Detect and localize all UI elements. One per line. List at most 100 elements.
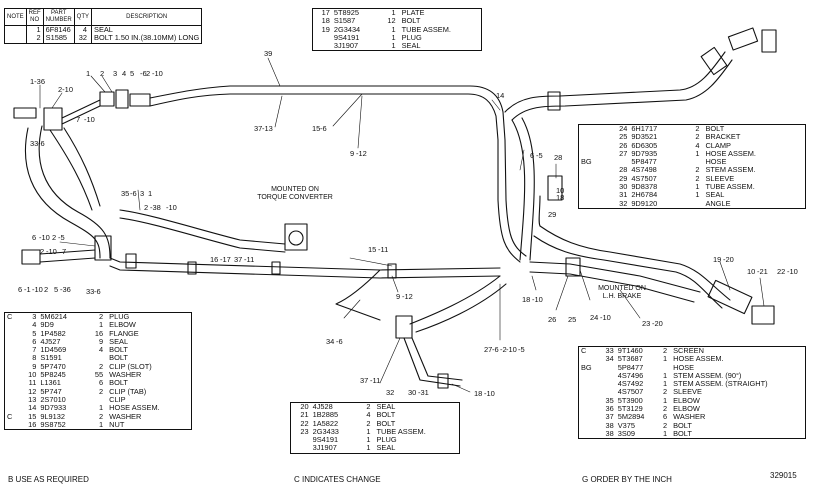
cell-ref: 8 (32, 353, 37, 363)
cell-part: 2H6784 (631, 190, 658, 200)
cell-ref: 9 (32, 361, 37, 371)
cell-ref (599, 364, 616, 372)
cell-desc: CLIP (TAB) (109, 386, 147, 396)
cell-desc: WASHER (109, 370, 142, 380)
callout-label: -10 (32, 285, 43, 294)
cell-qty: 2 (695, 173, 700, 183)
callout-label: -12 (402, 292, 413, 301)
callout-label: 2-10 (58, 85, 73, 94)
callout-label: -6 (336, 337, 343, 346)
cell-note (5, 363, 20, 371)
cell-desc: BOLT (401, 16, 421, 26)
cell-ref: 38 (605, 420, 614, 430)
cell-desc: CLIP (109, 394, 126, 404)
callout-label: 32 (386, 388, 394, 397)
cell-desc: WASHER (673, 412, 706, 422)
callout-label: 37 (360, 376, 368, 385)
table-header-row: NOTE REF NO PART NUMBER QTY DESCRIPTION (4, 8, 203, 26)
cell-part: 9D9 (40, 320, 54, 330)
cell-ref: 7 (32, 345, 37, 355)
parts-table-header: NOTE REF NO PART NUMBER QTY DESCRIPTION … (4, 8, 203, 44)
note-line: MOUNTED ON (271, 186, 319, 193)
footer-c-note: C INDICATES CHANGE (294, 475, 381, 484)
cell-part: 4J528 (312, 402, 333, 411)
leader-lines (39, 57, 765, 393)
cell-qty: 1 (366, 443, 371, 453)
cell-part: V375 (617, 420, 635, 430)
cell-desc: STEM ASSEM. (90°) (673, 370, 742, 380)
callout-label: -11 (378, 245, 388, 254)
cell-ref: 28 (619, 165, 628, 175)
cell-desc: SEAL (376, 443, 396, 453)
cell-note (5, 354, 20, 362)
cell-ref: 36 (605, 404, 614, 414)
callout-label: 10 (747, 267, 755, 276)
callout-label: 23 (642, 319, 650, 328)
cell-part: 4S7492 (617, 379, 644, 389)
cell-part: 1B2885 (312, 410, 339, 420)
upper-right-hose (504, 27, 777, 121)
callout-label: 18 (522, 295, 530, 304)
note-line: MOUNTED ON (598, 285, 646, 292)
cell-qty: 1 (695, 182, 700, 192)
cell-part: 2G3434 (333, 24, 361, 34)
cell-qty: 1 (663, 395, 668, 405)
cell-qty: 2 (695, 124, 700, 133)
callout-label: 2 (40, 247, 44, 256)
col-part: PART NUMBER (42, 8, 75, 26)
cell-note (579, 142, 607, 150)
callout-label: 3 (140, 189, 144, 198)
callout-label: -10 (787, 267, 798, 276)
cell-ref: 20 (300, 402, 309, 411)
cell-part: 9T1460 (617, 346, 643, 355)
cell-part: 9D8378 (631, 182, 658, 192)
cell-note (5, 346, 20, 354)
cell-desc: BOLT (109, 345, 128, 355)
cell-part: 6H1717 (631, 124, 658, 133)
cell-desc: TUBE ASSEM. (705, 182, 755, 192)
cell-part: 3J1907 (333, 41, 359, 51)
cell-desc: SLEEVE (705, 173, 735, 183)
cell-desc: BRACKET (705, 132, 741, 142)
callout-label: 3 (113, 69, 117, 78)
cell-qty: 55 (94, 370, 104, 380)
cell-ref: 5 (32, 328, 37, 338)
cell-note: C (581, 346, 587, 355)
cell-desc: HOSE ASSEM. (673, 354, 724, 364)
callout-label: 2 (52, 233, 56, 242)
lower-tube (21, 235, 501, 279)
callout-label: -12 (356, 149, 367, 158)
cell-note (5, 338, 20, 346)
cell-part: S1587 (333, 16, 356, 26)
cell-qty: 12 (387, 16, 396, 26)
cell-note: C (7, 411, 13, 421)
cell-part: 5T8925 (333, 8, 359, 17)
cell-part: 9S8752 (40, 419, 66, 429)
callout-label: -13 (262, 124, 273, 133)
cell-desc: PLUG (401, 32, 422, 42)
callout-label: 24 (590, 313, 598, 322)
cell-qty: 9 (99, 336, 104, 346)
left-hose (24, 125, 111, 259)
cell-part: L1361 (40, 378, 61, 388)
callout-label: -5 (518, 345, 525, 354)
cell-desc: ELBOW (109, 320, 136, 330)
cell-desc: BOLT (673, 428, 692, 438)
